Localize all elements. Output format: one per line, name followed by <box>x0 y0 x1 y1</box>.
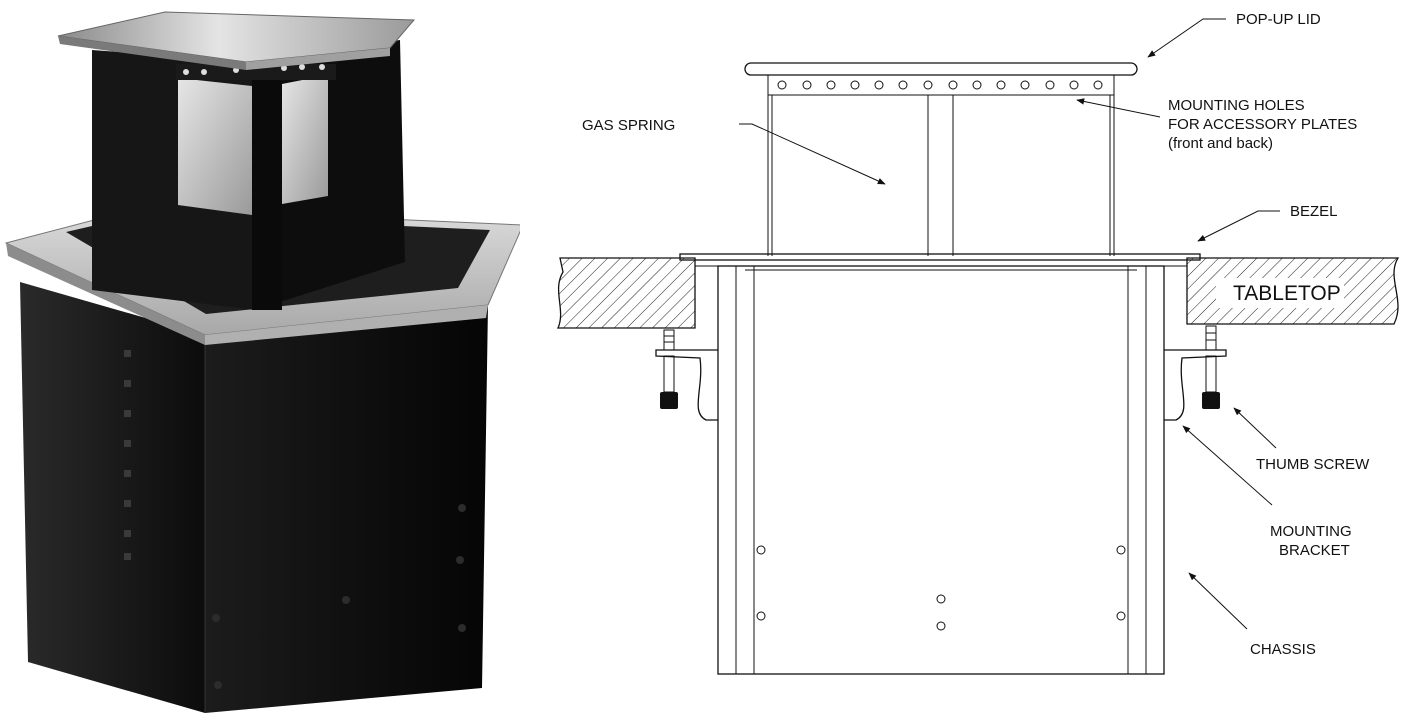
popup-lid <box>744 62 1138 96</box>
label-mounting-bracket-1: MOUNTING <box>1270 523 1352 540</box>
thumb-screw-icon <box>660 392 678 409</box>
tabletop-left <box>557 257 696 329</box>
label-pop-up-lid: POP-UP LID <box>1236 11 1321 28</box>
photo-lid <box>57 11 416 70</box>
tabletop-right <box>1186 257 1400 325</box>
left-mounting-bracket <box>655 329 718 421</box>
product-photo <box>4 11 520 713</box>
thumb-screw-icon <box>1202 392 1220 409</box>
label-mounting-holes-2: FOR ACCESSORY PLATES <box>1168 116 1357 133</box>
accessory-mounting-holes <box>777 80 1103 90</box>
chassis <box>717 265 1165 675</box>
label-chassis: CHASSIS <box>1250 641 1316 658</box>
label-gas-spring: GAS SPRING <box>582 117 675 134</box>
photo-popup-body <box>92 40 405 310</box>
popup-body <box>767 95 1115 256</box>
label-mounting-holes-3: (front and back) <box>1168 135 1273 152</box>
label-mounting-holes-1: MOUNTING HOLES <box>1168 97 1305 114</box>
photo-chassis <box>20 282 488 713</box>
bezel <box>679 253 1201 271</box>
label-thumb-screw: THUMB SCREW <box>1256 456 1370 473</box>
label-tabletop: TABLETOP <box>1233 282 1341 305</box>
label-bezel: BEZEL <box>1290 203 1338 220</box>
leader-lines <box>739 18 1280 630</box>
label-mounting-bracket-2: BRACKET <box>1279 542 1350 559</box>
technical-diagram: POP-UP LID GAS SPRING MOUNTING HOLES FOR… <box>557 11 1400 675</box>
right-mounting-bracket <box>1164 325 1227 421</box>
